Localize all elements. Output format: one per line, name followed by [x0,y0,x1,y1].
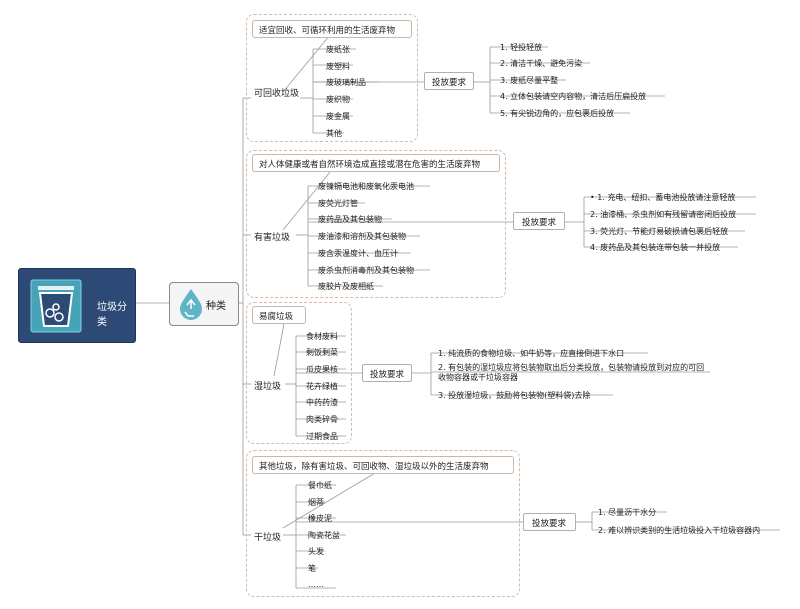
recyclable-requirement: 3. 废纸尽量平整 [500,76,559,85]
category-dry[interactable]: 干垃圾 [254,533,282,543]
hazardous-panel [246,150,506,298]
wet-item: 过期食品 [306,432,338,441]
recyclable-requirement: 4. 立体包装请空内容物，清洁后压扁投放 [500,92,647,101]
wet-panel [246,302,352,444]
recyclable-item: 废塑料 [326,62,350,71]
hazardous-requirement: 3. 荧光灯、节能灯易破损请包裹后轻放 [590,227,729,236]
hazardous-item: 废含汞温度计、血压计 [318,249,398,258]
hazardous-definition: 对人体健康或者自然环境造成直接或潜在危害的生活废弃物 [252,154,500,172]
hazardous-item: 废镍镉电池和废氧化汞电池 [318,182,414,191]
dry-item: 陶瓷花盆 [308,531,340,540]
wet-requirement: 1. 纯流质的食物垃圾、如牛奶等，应直接倒进下水口 [438,349,625,358]
wet-item: 中药药渣 [306,398,338,407]
dry-requirement: 2. 难以辨识类别的生活垃圾投入干垃圾容器内 [598,526,761,535]
root-label: 垃圾分类 [97,302,127,328]
hazardous-item: 废药品及其包装物 [318,215,382,224]
dry-panel [246,450,520,597]
hazardous-requirement: • 1. 充电、纽扣、蓄电池投放请注意轻放 [590,193,736,202]
category-wet[interactable]: 湿垃圾 [254,382,282,392]
dry-item: …… [308,580,324,589]
recyclable-item: 废玻璃制品 [326,78,366,87]
dry-definition: 其他垃圾，除有害垃圾、可回收物、湿垃圾以外的生活废弃物 [252,456,514,474]
dry-item: 橡皮泥 [308,514,332,523]
hazardous-requirements-node[interactable]: 投放要求 [513,212,565,230]
recyclable-item: 废金属 [326,112,350,121]
wet-item: 食材废料 [306,332,338,341]
recyclable-requirement: 5. 有尖锐边角的，应包裹后投放 [500,109,615,118]
dry-item: 烟蒂 [308,498,324,507]
recyclable-item: 废织物 [326,95,350,104]
hazardous-item: 废荧光灯管 [318,199,358,208]
wet-item: 花卉绿植 [306,382,338,391]
category-hazardous[interactable]: 有害垃圾 [254,233,291,243]
wet-item: 瓜皮果核 [306,365,338,374]
hazardous-item: 废胶片及废相纸 [318,282,374,291]
wet-item: 剩饭剩菜 [306,348,338,357]
wet-item: 肉类碎骨 [306,415,338,424]
hazardous-item: 废油漆和溶剂及其包装物 [318,232,406,241]
hazardous-requirement: 2. 油漆桶、杀虫剂如有残留请密闭后投放 [590,210,737,219]
recycle-icon [180,289,202,320]
recyclable-requirements-node[interactable]: 投放要求 [424,72,474,90]
wet-requirements-node[interactable]: 投放要求 [362,364,412,382]
dry-item: 头发 [308,547,324,556]
category-recyclable[interactable]: 可回收垃圾 [254,89,300,99]
trash-bin-icon [30,279,82,333]
recyclable-definition: 适宜回收、可循环利用的生活废弃物 [252,20,412,38]
recyclable-requirement: 1. 轻投轻放 [500,43,543,52]
recyclable-item: 废纸张 [326,45,350,54]
dry-requirement: 1. 尽量沥干水分 [598,508,657,517]
recyclable-requirement: 2. 清洁干燥、避免污染 [500,59,583,68]
wet-definition: 易腐垃圾 [252,306,306,324]
wet-requirement: 3. 投放湿垃圾，鼓励将包装物(塑料袋)去除 [438,391,591,400]
recyclable-item: 其他 [326,129,342,138]
dry-item: 餐巾纸 [308,481,332,490]
recyclable-panel [246,14,418,142]
dry-item: 笔 [308,564,316,573]
hazardous-item: 废杀虫剂消毒剂及其包装物 [318,266,414,275]
wet-requirement: 2. 有包装的湿垃圾应将包装物取出后分类投放，包装物请投放到对应的可回收物容器或… [438,363,705,382]
root-node[interactable]: 垃圾分类 [18,268,136,343]
hazardous-requirement: 4. 废药品及其包装连带包装一并投放 [590,243,721,252]
types-label: 种类 [206,301,226,312]
types-node[interactable]: 种类 [169,282,239,326]
dry-requirements-node[interactable]: 投放要求 [523,513,576,531]
